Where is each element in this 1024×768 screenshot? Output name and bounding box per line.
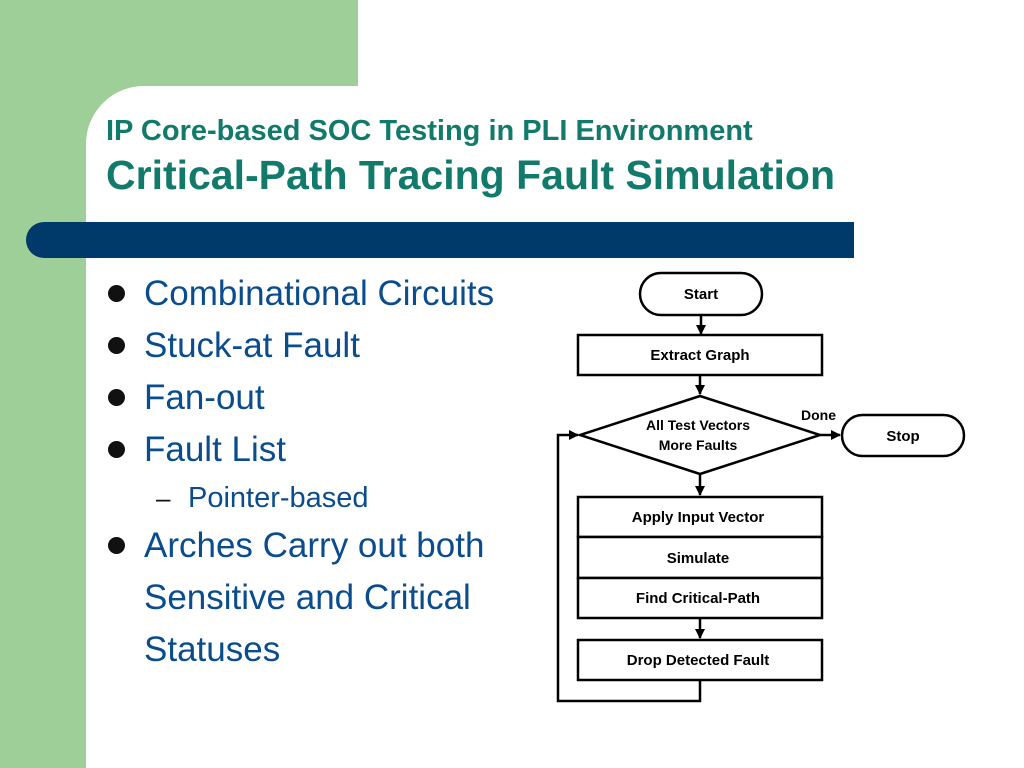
bullet-dot-icon (108, 389, 125, 406)
bullet-text: Fan-out (144, 378, 265, 417)
bullet-dot-icon (108, 441, 125, 458)
bullet-dot-icon (108, 537, 125, 554)
bullet-text: Combinational Circuits (144, 274, 495, 313)
bullet-dot-icon (108, 337, 125, 354)
decision-diamond (575, 394, 825, 476)
bullet-list: Combinational Circuits Stuck-at Fault Fa… (106, 268, 556, 676)
sub-bullet-text: Pointer-based (188, 482, 369, 514)
bullet-item: Fan-out (106, 372, 556, 424)
slide-subtitle: Critical-Path Tracing Fault Simulation (106, 152, 835, 198)
extract-graph-label: Extract Graph (650, 347, 749, 364)
decision-label-line1: All Test Vectors (646, 417, 750, 433)
loop-back-arrow (556, 430, 702, 703)
bullet-text: Stuck-at Fault (144, 326, 360, 365)
apply-input-vector-label: Apply Input Vector (632, 509, 765, 526)
bullet-text: Arches Carry out both (144, 526, 485, 565)
done-label: Done (801, 407, 836, 423)
drop-detected-fault-label: Drop Detected Fault (627, 652, 770, 669)
bullet-text: Fault List (144, 430, 286, 469)
slide-title: IP Core-based SOC Testing in PLI Environ… (106, 115, 753, 147)
bullet-continuation: Sensitive and Critical (106, 572, 556, 624)
extract-graph-box (576, 333, 824, 377)
sub-bullet-item: –Pointer-based (106, 476, 556, 520)
flowchart-diagram: Start Extract Graph All Test Vectors Mor… (556, 271, 966, 703)
bullet-continuation: Statuses (106, 624, 556, 676)
bullet-item: Stuck-at Fault (106, 320, 556, 372)
title-divider-bar (26, 222, 854, 258)
bullet-item: Combinational Circuits (106, 268, 556, 320)
bullet-item: Fault List (106, 424, 556, 476)
bullet-text: Sensitive and Critical (144, 578, 471, 617)
bullet-dot-icon (108, 285, 125, 302)
decision-label-line2: More Faults (659, 437, 738, 453)
drop-detected-fault-box (576, 638, 824, 682)
bullet-text: Statuses (144, 630, 281, 669)
find-critical-path-box (576, 576, 824, 620)
dash-icon: – (156, 483, 171, 513)
stop-label: Stop (886, 428, 919, 445)
find-critical-path-label: Find Critical-Path (636, 590, 760, 607)
start-label: Start (684, 286, 718, 303)
simulate-label: Simulate (667, 550, 730, 567)
stop-terminal (840, 413, 966, 458)
bullet-item: Arches Carry out both (106, 520, 556, 572)
